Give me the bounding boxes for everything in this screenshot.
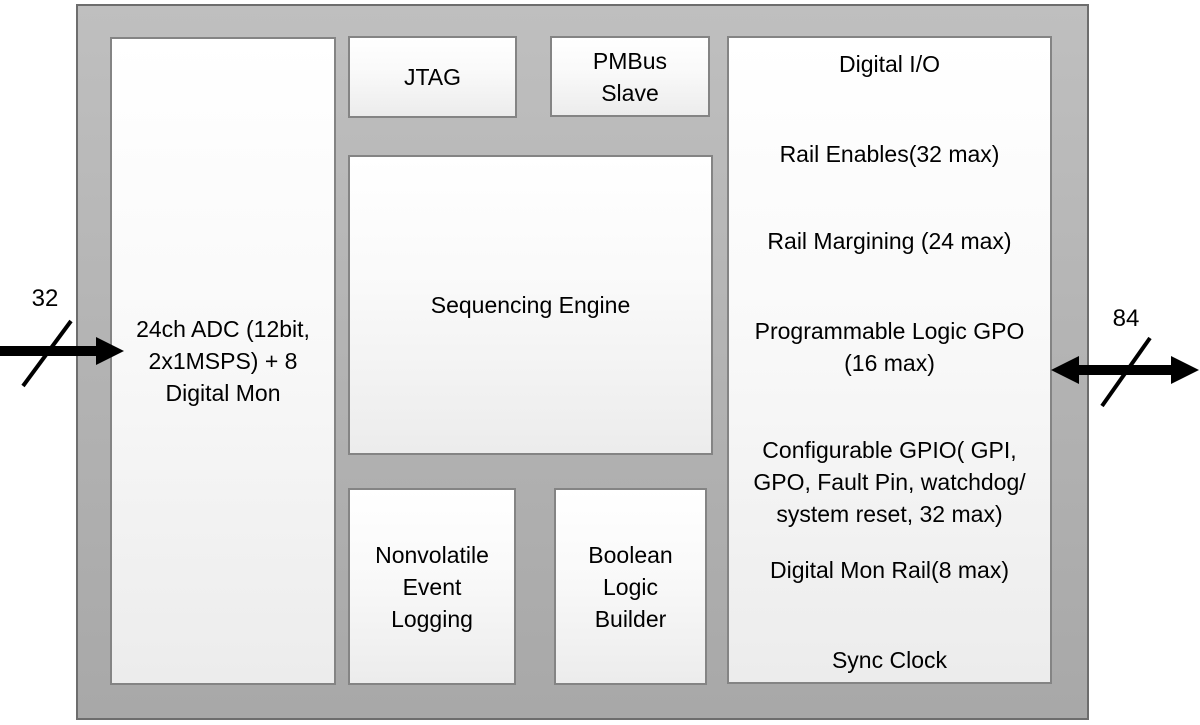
sequencing-engine-block: Sequencing Engine [348, 155, 713, 455]
sequencing-engine-block-label: Sequencing Engine [430, 292, 631, 318]
adc-block-label: 24ch ADC (12bit, 2x1MSPS) + 8 Digital Mo… [136, 316, 310, 406]
boolean-logic-builder-block-label: Boolean Logic Builder [588, 541, 673, 632]
boolean-logic-builder-block: Boolean Logic Builder [554, 488, 707, 685]
digital-io-title: Digital I/O [839, 51, 940, 77]
adc-block: 24ch ADC (12bit, 2x1MSPS) + 8 Digital Mo… [110, 37, 336, 685]
left-bus-width-label: 32 [31, 285, 59, 312]
digital-io-item-digital-mon-rail: Digital Mon Rail(8 max) [769, 557, 1009, 583]
digital-io-item-rail-margining: Rail Margining (24 max) [767, 228, 1012, 254]
digital-io-block: Digital I/O Rail Enables(32 max) Rail Ma… [727, 36, 1052, 684]
pmbus-slave-block-label: PMBus Slave [592, 47, 668, 106]
digital-io-item-sync-clock: Sync Clock [831, 647, 948, 673]
digital-io-item-programmable-logic-gpo: Programmable Logic GPO (16 max) [754, 318, 1025, 376]
jtag-block-label: JTAG [403, 64, 462, 90]
pmbus-slave-block: PMBus Slave [550, 36, 710, 117]
digital-io-item-rail-enables: Rail Enables(32 max) [779, 141, 1000, 167]
digital-io-item-configurable-gpio: Configurable GPIO( GPI, GPO, Fault Pin, … [753, 437, 1026, 527]
nonvolatile-event-logging-block: Nonvolatile Event Logging [348, 488, 516, 685]
nonvolatile-event-logging-block-label: Nonvolatile Event Logging [375, 541, 489, 632]
right-bus-width-label: 84 [1112, 305, 1140, 332]
jtag-block: JTAG [348, 36, 517, 118]
